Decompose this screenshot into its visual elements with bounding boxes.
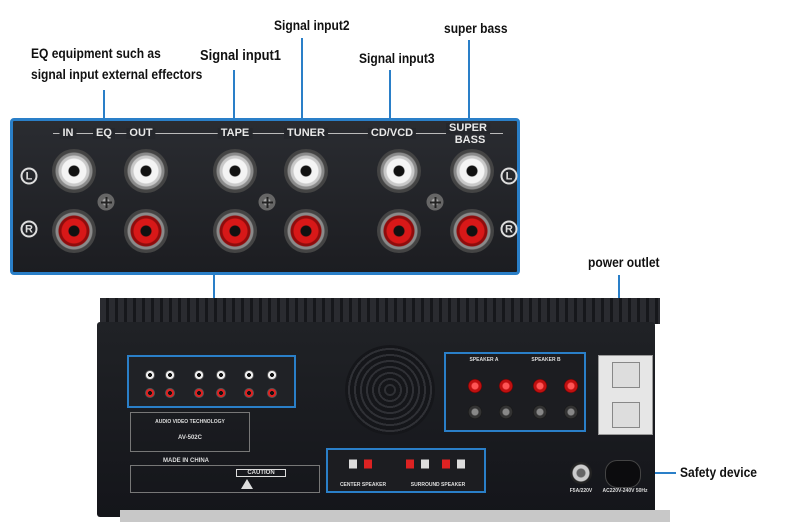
mini-jack xyxy=(165,370,175,380)
fuse-holder[interactable] xyxy=(570,462,592,484)
jack-cd-left[interactable] xyxy=(377,149,421,193)
speaker-post[interactable] xyxy=(564,405,578,419)
right-channel-icon: R xyxy=(20,220,38,238)
speaker-post[interactable] xyxy=(533,379,547,393)
jack-tape-right[interactable] xyxy=(213,209,257,253)
callout-eq: EQ equipment such as xyxy=(31,45,161,61)
mini-jack xyxy=(244,388,254,398)
connector-signal2 xyxy=(301,38,303,120)
speaker-post[interactable] xyxy=(533,405,547,419)
callout-signal-input1: Signal input1 xyxy=(200,47,281,64)
callout-safety-device: Safety device xyxy=(680,464,757,480)
screw-icon xyxy=(426,193,444,211)
made-in-text: MADE IN CHINA xyxy=(163,458,209,464)
mini-jack xyxy=(165,388,175,398)
speaker-terminals: SPEAKER A SPEAKER B xyxy=(444,352,586,432)
mini-jack xyxy=(194,370,204,380)
callout-signal-input3: Signal input3 xyxy=(359,50,435,66)
speaker-post[interactable] xyxy=(468,379,482,393)
power-cord-inlet xyxy=(605,460,641,488)
outlet-socket[interactable] xyxy=(612,362,640,388)
speaker-a-label: SPEAKER A xyxy=(469,357,499,363)
mini-jack xyxy=(216,388,226,398)
speaker-clip[interactable] xyxy=(421,459,429,469)
callout-super-bass: super bass xyxy=(444,20,508,36)
label-tuner: TUNER xyxy=(284,128,328,139)
jack-super-bass-right[interactable] xyxy=(450,209,494,253)
label-eq: EQ xyxy=(93,128,115,139)
speaker-post[interactable] xyxy=(564,379,578,393)
jack-eq-in-right[interactable] xyxy=(52,209,96,253)
mini-jack xyxy=(267,388,277,398)
connector-super-bass xyxy=(468,40,470,120)
caution-plate: CAUTION xyxy=(130,465,320,493)
callout-signal-input2: Signal input2 xyxy=(274,17,350,33)
label-cd-vcd: CD/VCD xyxy=(367,128,417,139)
amplifier-base xyxy=(120,510,670,522)
label-super: SUPER xyxy=(446,123,490,134)
speaker-clip[interactable] xyxy=(349,459,357,469)
power-outlet[interactable] xyxy=(598,355,653,435)
screw-icon xyxy=(258,193,276,211)
connector-eq xyxy=(103,90,105,120)
warning-icon xyxy=(241,479,253,489)
caution-box xyxy=(236,469,286,477)
label-bass: BASS xyxy=(454,134,486,146)
jack-eq-out-right[interactable] xyxy=(124,209,168,253)
fuse-rating: F5A/220V xyxy=(569,488,593,494)
connector-signal3 xyxy=(389,70,391,120)
left-channel-icon: L xyxy=(20,167,38,185)
input-panel-zoom: IN EQ OUT TAPE TUNER CD/VCD SUPER BASS L… xyxy=(10,118,520,275)
mini-jack xyxy=(145,388,155,398)
surround-speaker-label: SURROUND SPEAKER xyxy=(410,482,466,488)
speaker-b-label: SPEAKER B xyxy=(531,357,561,363)
jack-tuner-right[interactable] xyxy=(284,209,328,253)
speaker-clip[interactable] xyxy=(406,459,414,469)
jack-super-bass-left[interactable] xyxy=(450,149,494,193)
mini-jack xyxy=(244,370,254,380)
amplifier-top-vents xyxy=(100,298,660,324)
speaker-clip[interactable] xyxy=(457,459,465,469)
right-channel-icon: R xyxy=(500,220,518,238)
connector-signal1 xyxy=(233,70,235,120)
cooling-fan xyxy=(345,345,435,435)
speaker-clip[interactable] xyxy=(364,459,372,469)
panel-divider-line xyxy=(53,133,503,134)
model-text: AV-502C xyxy=(178,435,202,441)
caution-text: CAUTION xyxy=(247,470,275,476)
center-speaker-label: CENTER SPEAKER xyxy=(339,482,387,488)
mini-jack xyxy=(194,388,204,398)
callout-power-outlet: power outlet xyxy=(588,254,660,270)
model-plate: AUDIO VIDEO TECHNOLOGY AV-502C xyxy=(130,412,250,452)
mini-jack xyxy=(216,370,226,380)
jack-eq-out-left[interactable] xyxy=(124,149,168,193)
center-surround-panel: CENTER SPEAKER SURROUND SPEAKER xyxy=(326,448,486,493)
left-channel-icon: L xyxy=(500,167,518,185)
speaker-post[interactable] xyxy=(499,405,513,419)
outlet-socket[interactable] xyxy=(612,402,640,428)
jack-tape-left[interactable] xyxy=(213,149,257,193)
speaker-clip[interactable] xyxy=(442,459,450,469)
jack-eq-in-left[interactable] xyxy=(52,149,96,193)
input-panel-small xyxy=(127,355,296,408)
jack-tuner-left[interactable] xyxy=(284,149,328,193)
screw-icon xyxy=(97,193,115,211)
callout-eq-line2: signal input external effectors xyxy=(31,66,203,82)
speaker-post[interactable] xyxy=(468,405,482,419)
speaker-post[interactable] xyxy=(499,379,513,393)
label-in: IN xyxy=(59,128,77,139)
jack-cd-right[interactable] xyxy=(377,209,421,253)
mini-jack xyxy=(145,370,155,380)
mini-jack xyxy=(267,370,277,380)
voltage-rating: AC220V-240V 50Hz xyxy=(602,488,648,494)
label-out: OUT xyxy=(126,128,156,139)
brand-text: AUDIO VIDEO TECHNOLOGY xyxy=(155,419,225,425)
label-tape: TAPE xyxy=(217,128,253,139)
